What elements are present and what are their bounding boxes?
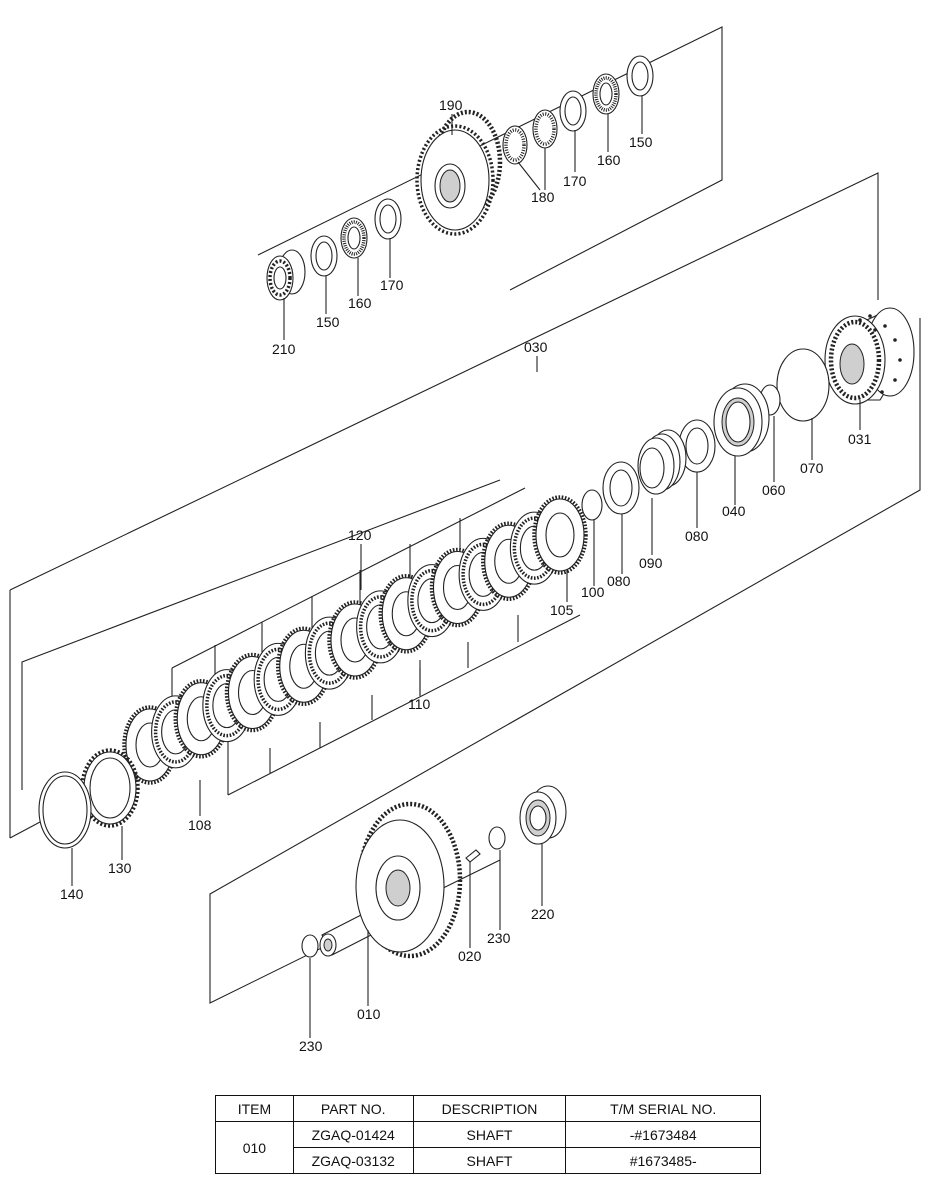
header-item: ITEM xyxy=(215,1095,294,1122)
retainer-080-left xyxy=(602,461,640,515)
callout-150: 150 xyxy=(316,314,340,330)
callout-010: 010 xyxy=(357,1006,381,1022)
callout-080: 080 xyxy=(685,528,709,544)
thrust-bearing-160-lower xyxy=(340,217,368,259)
cell-description: SHAFT xyxy=(412,1121,567,1148)
piston-040 xyxy=(713,383,770,457)
callout-170: 170 xyxy=(380,277,404,293)
washer-170-upper xyxy=(559,90,587,132)
cell-description: SHAFT xyxy=(412,1147,567,1174)
cell-part-no: ZGAQ-01424 xyxy=(292,1121,414,1148)
callout-120: 120 xyxy=(348,527,372,543)
cell-serial: -#1673484 xyxy=(565,1121,761,1148)
callout-180: 180 xyxy=(531,189,555,205)
parts-table: ITEM PART NO. DESCRIPTION T/M SERIAL NO.… xyxy=(215,1095,761,1174)
callout-070: 070 xyxy=(800,460,824,476)
needle-bearings-180 xyxy=(502,109,558,165)
header-serial: T/M SERIAL NO. xyxy=(565,1095,761,1122)
callout-210: 210 xyxy=(272,341,296,357)
snap-ring-070 xyxy=(776,348,830,422)
callout-110: 110 xyxy=(408,696,431,712)
spring-090 xyxy=(637,429,687,495)
callout-040: 040 xyxy=(722,503,746,519)
callout-108: 108 xyxy=(188,817,212,833)
snap-ring-140 xyxy=(38,771,92,849)
callout-150: 150 xyxy=(629,134,653,150)
friction-plate xyxy=(532,495,588,575)
snap-ring-100 xyxy=(581,489,603,521)
table-header-row: ITEM PART NO. DESCRIPTION T/M SERIAL NO. xyxy=(215,1095,761,1122)
callout-060: 060 xyxy=(762,482,786,498)
callout-labels: 190 180 170 160 150 210 150 160 170 030 … xyxy=(60,97,872,1054)
callout-031: 031 xyxy=(848,431,872,447)
callout-160: 160 xyxy=(597,152,621,168)
shaft-010 xyxy=(319,801,463,959)
main-group-frame xyxy=(9,172,879,591)
callout-190: 190 xyxy=(439,97,463,113)
exploded-parts-diagram: 190 180 170 160 150 210 150 160 170 030 … xyxy=(9,26,921,1054)
callout-170: 170 xyxy=(563,173,587,189)
callout-220: 220 xyxy=(531,906,555,922)
clutch-plate-stack xyxy=(122,495,588,785)
snap-ring-230-right xyxy=(488,826,506,850)
plate-pack-frame-bottom xyxy=(227,614,581,796)
table-row: ZGAQ-03132 SHAFT #1673485- xyxy=(216,1147,761,1174)
plate-pack-frame-top xyxy=(171,487,526,669)
retainer-080-right xyxy=(678,419,716,473)
callout-090: 090 xyxy=(639,555,663,571)
thrust-bearing-160-upper xyxy=(592,73,620,115)
pin-020 xyxy=(465,849,481,863)
table-row: 010 ZGAQ-01424 SHAFT -#1673484 xyxy=(215,1121,761,1174)
callout-230: 230 xyxy=(487,930,511,946)
callout-030: 030 xyxy=(524,339,548,355)
cell-serial: #1673485- xyxy=(565,1147,761,1174)
callout-130: 130 xyxy=(108,860,132,876)
main-group-frame-bottom xyxy=(9,821,41,839)
header-part-no: PART NO. xyxy=(292,1095,414,1122)
bearing-220 xyxy=(519,785,567,845)
gear-190 xyxy=(415,109,503,236)
cell-part-no: ZGAQ-03132 xyxy=(292,1147,414,1174)
callout-160: 160 xyxy=(348,295,372,311)
bearing-210 xyxy=(266,249,306,301)
snap-ring-230-left xyxy=(301,934,319,958)
washer-150-upper xyxy=(626,55,654,97)
pressure-plate-130 xyxy=(80,748,140,828)
callout-020: 020 xyxy=(458,948,482,964)
cell-item: 010 xyxy=(215,1121,294,1174)
callout-105: 105 xyxy=(550,602,574,618)
callout-140: 140 xyxy=(60,886,84,902)
callout-100: 100 xyxy=(581,584,605,600)
callout-080: 080 xyxy=(607,573,631,589)
washer-150-lower xyxy=(310,235,338,277)
callout-230: 230 xyxy=(299,1038,323,1054)
washer-170-lower xyxy=(374,198,402,240)
clutch-drum-031 xyxy=(824,307,915,405)
inner-group-frame xyxy=(21,479,501,790)
header-description: DESCRIPTION xyxy=(412,1095,567,1122)
upper-group-frame xyxy=(257,26,723,291)
leader-lines xyxy=(71,96,861,1038)
